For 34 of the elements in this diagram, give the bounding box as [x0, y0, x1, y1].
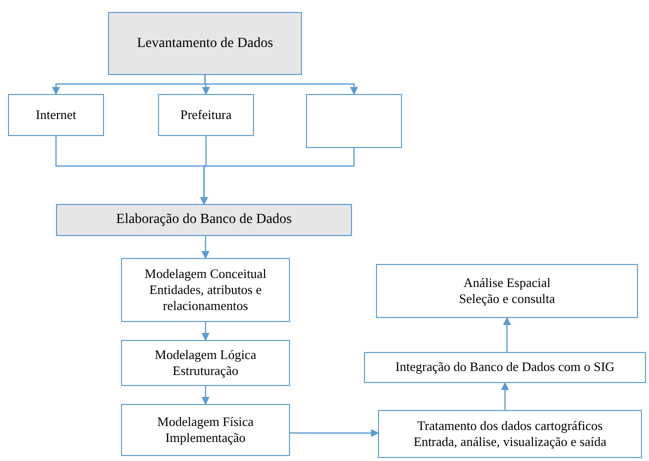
step-box: [364, 352, 646, 383]
arrow: [202, 322, 210, 341]
box-title: Prefeitura: [180, 106, 232, 124]
step-box: [8, 94, 104, 136]
box-title: Modelagem Física: [157, 414, 254, 430]
step-box: [376, 264, 638, 318]
box-title: Levantamento de Dados: [136, 34, 274, 52]
box-subtitle: Estruturação: [172, 363, 238, 380]
box-title: Integração do Banco de Dados com o SIG: [395, 359, 615, 376]
process-box: [108, 12, 302, 75]
arrow: [202, 236, 210, 259]
step-box: [121, 340, 290, 386]
step-box: [121, 258, 290, 322]
step-box: [158, 94, 254, 136]
process-box: [56, 204, 352, 236]
arrow: [503, 317, 511, 352]
box-subtitle: Entidades, atributos e relacionamentos: [148, 282, 263, 314]
box-title: Análise Espacial: [464, 274, 550, 291]
box-title: Modelagem Lógica: [154, 346, 256, 363]
box-subtitle: Seleção e consulta: [458, 291, 555, 308]
box-title: Modelagem Conceitual: [144, 266, 266, 282]
arrow: [290, 429, 379, 437]
step-box: [121, 404, 290, 456]
box-subtitle: Entrada, análise, visualização e saída: [414, 434, 606, 450]
arrow: [501, 382, 509, 410]
box-title: Internet: [36, 106, 76, 124]
box-title: Tratamento dos dados cartográficos: [417, 418, 603, 434]
step-box: [378, 410, 642, 458]
arrow: [200, 148, 355, 205]
arrow: [202, 386, 210, 405]
box-subtitle: Implementação: [165, 430, 246, 446]
empty-box: [306, 94, 402, 148]
box-title: Elaboração do Banco de Dados: [116, 211, 292, 229]
arrow: [204, 75, 358, 95]
